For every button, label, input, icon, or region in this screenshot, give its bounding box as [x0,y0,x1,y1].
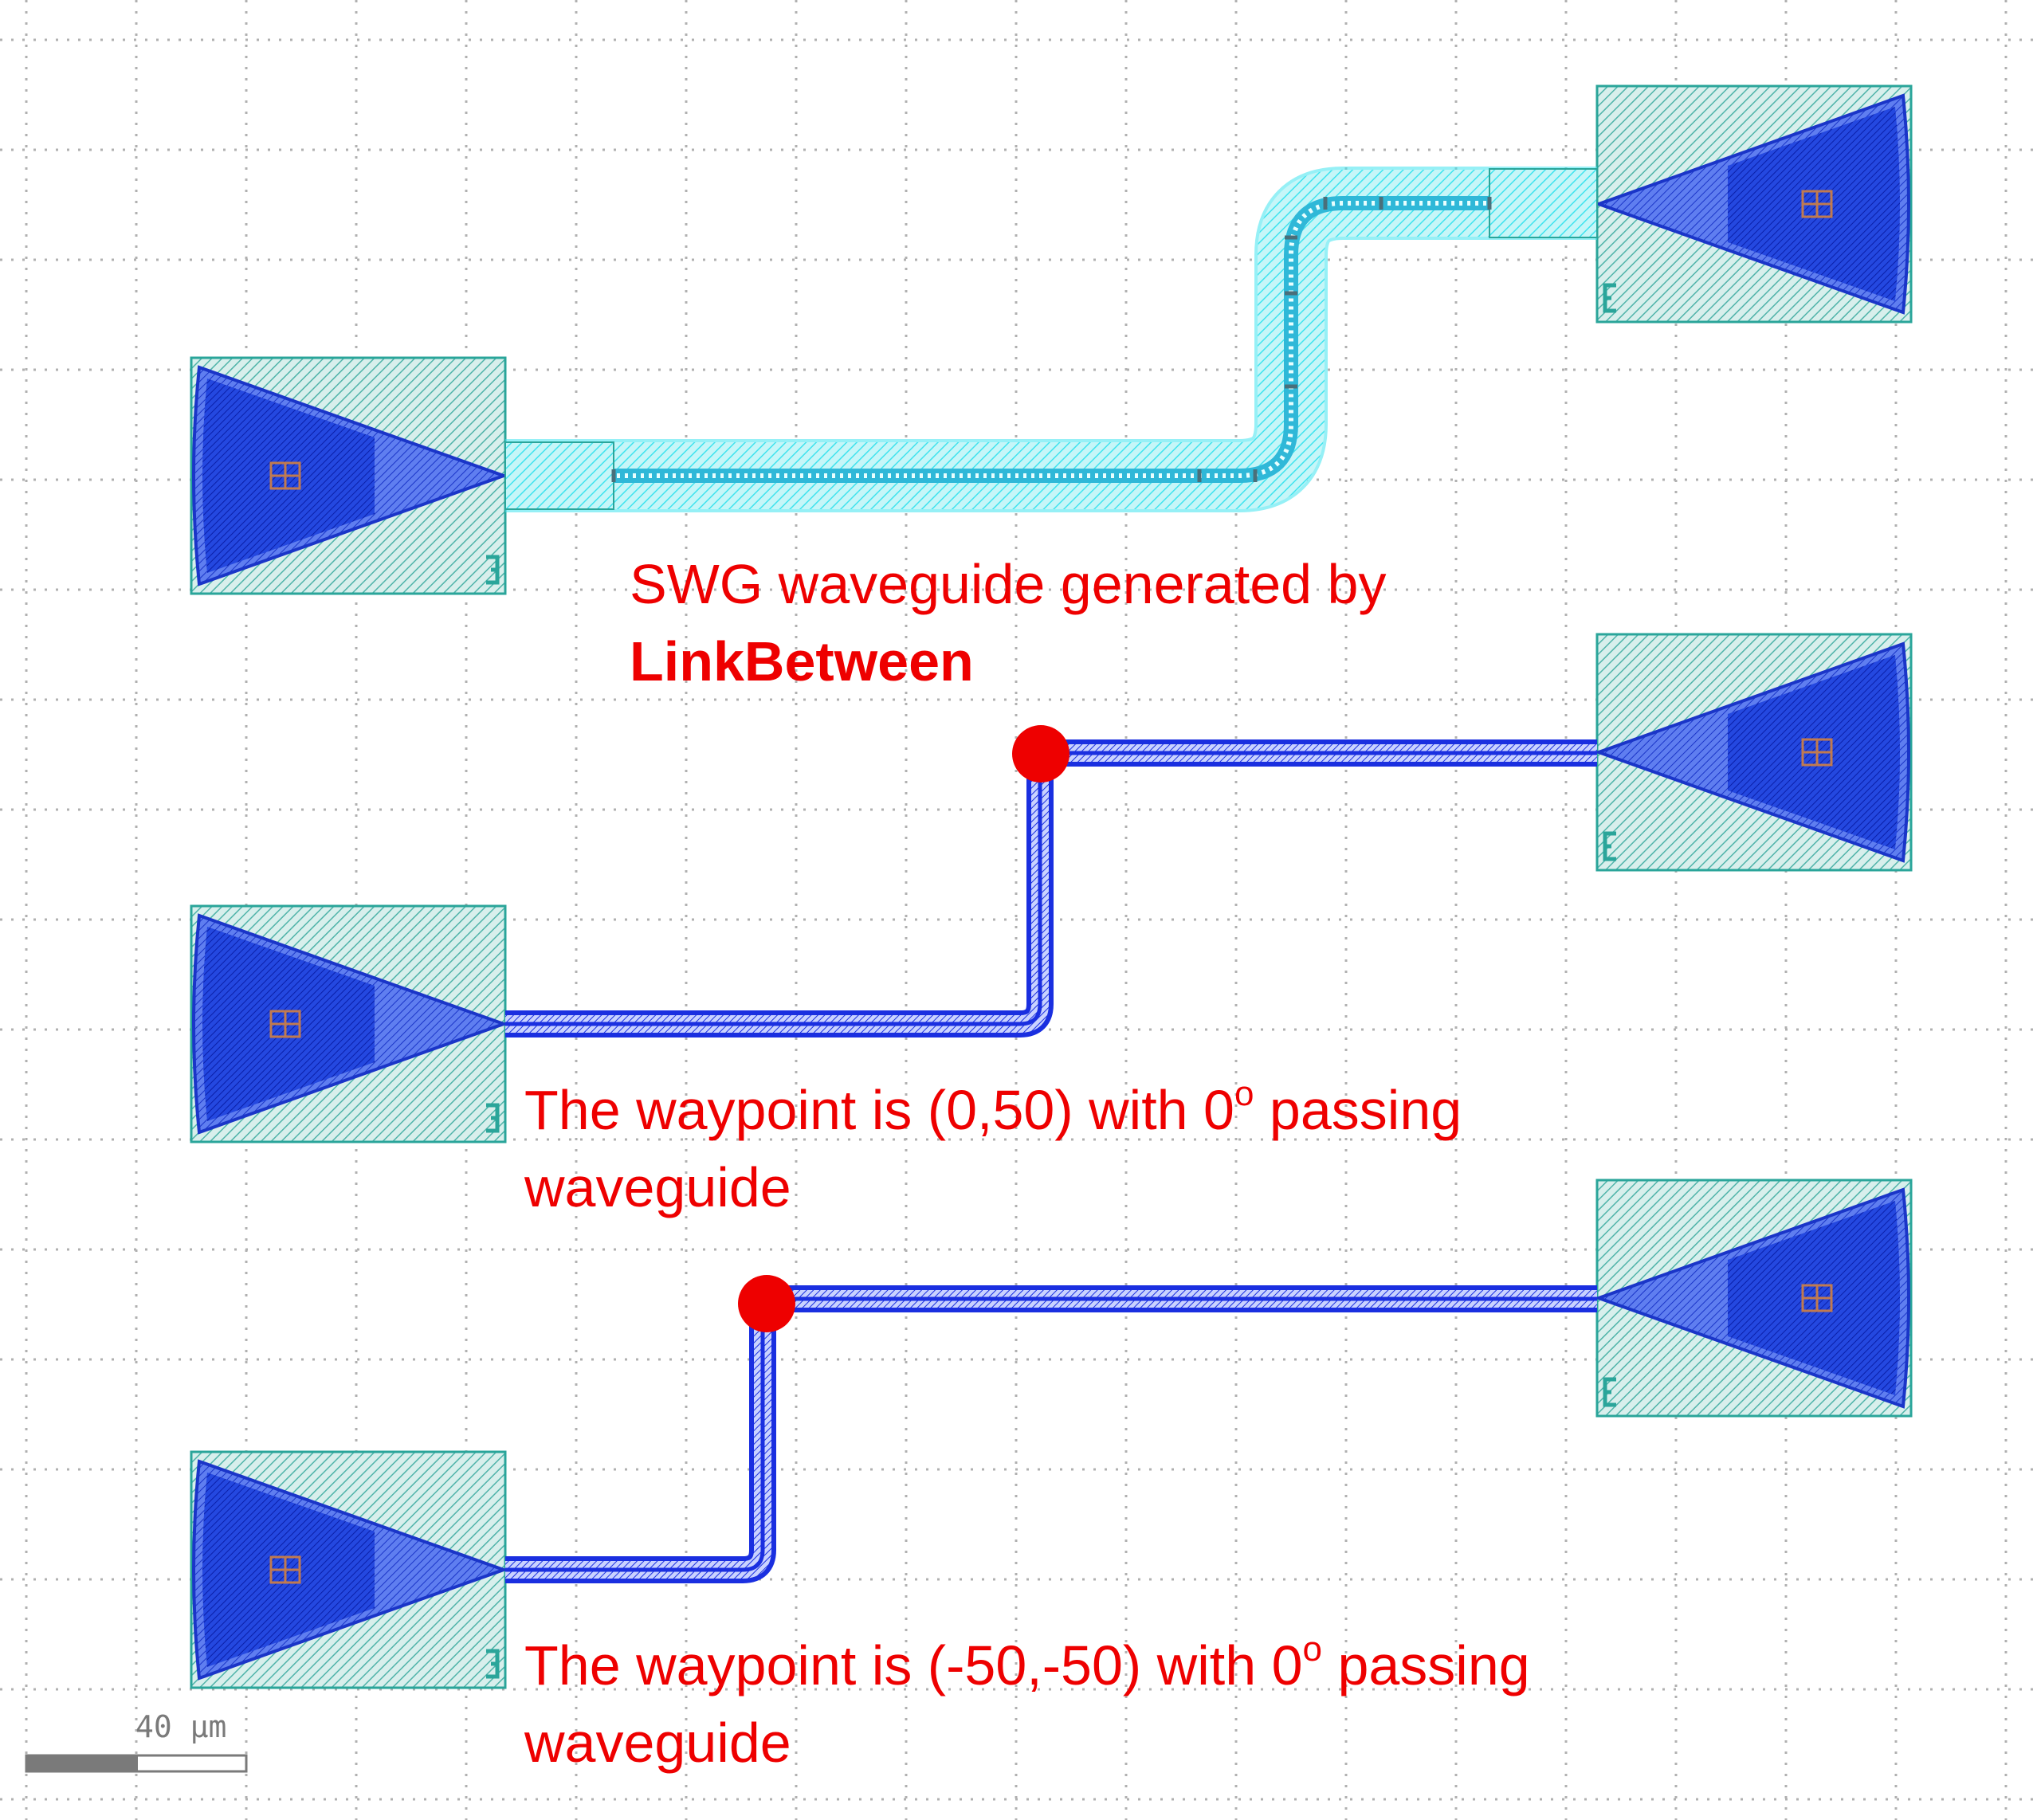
waveguide-route-1[interactable] [505,739,1597,1037]
waypoint-1-caption-line1: The waypoint is (0,50) with 0o passing [524,1074,1462,1141]
waypoint-link-section-1: The waypoint is (0,50) with 0o passing w… [191,634,1911,1218]
waypoint-2-caption-line2: waveguide [524,1712,791,1774]
waypoint-link-section-2: The waypoint is (-50,-50) with 0o passin… [191,1180,1911,1774]
swg-caption-line2: LinkBetween [630,630,974,692]
scale-bar: 40 μm [25,1709,248,1773]
scale-bar-label: 40 μm [135,1709,226,1744]
waypoint-marker-1[interactable] [1012,725,1069,783]
waypoint-2-caption-line1: The waypoint is (-50,-50) with 0o passin… [524,1630,1530,1696]
swg-waveguide-core[interactable] [505,196,1597,483]
waypoint-1-caption-line2: waveguide [524,1156,791,1218]
grating-coupler-left-1[interactable] [191,358,505,594]
grating-coupler-left-2[interactable] [191,906,505,1142]
grating-coupler-left-3[interactable] [191,1452,505,1688]
swg-link-section: SWG waveguide generated by LinkBetween [191,86,1911,692]
swg-waveguide-cladding[interactable] [505,167,1597,512]
swg-caption-line1: SWG waveguide generated by [630,553,1386,615]
waypoint-marker-2[interactable] [738,1275,795,1332]
grating-coupler-right-2[interactable] [1597,634,1911,870]
grating-coupler-right-1[interactable] [1597,86,1911,322]
grating-coupler-right-3[interactable] [1597,1180,1911,1416]
waveguide-route-2[interactable] [505,1285,1597,1583]
